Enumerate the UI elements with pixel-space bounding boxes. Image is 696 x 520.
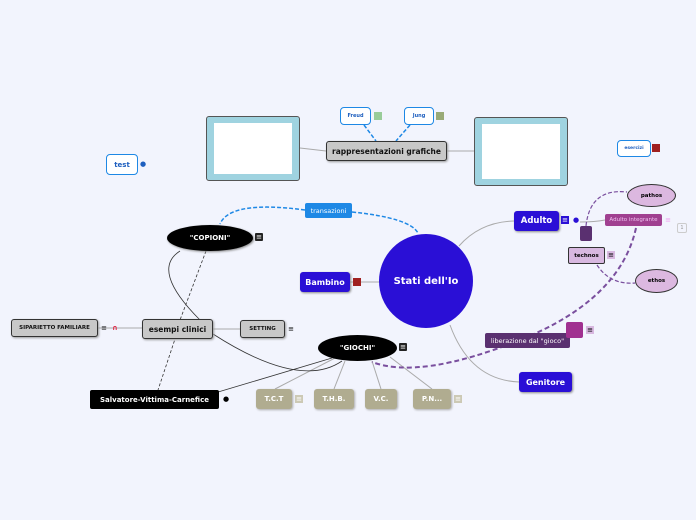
image-icon xyxy=(436,112,444,120)
notes-icon[interactable]: ≡ xyxy=(399,343,407,351)
node-pathos[interactable]: pathos xyxy=(627,184,676,207)
image-icon xyxy=(374,112,382,120)
notes-icon[interactable]: ≡ xyxy=(295,395,303,403)
node-jung[interactable]: Jung xyxy=(404,107,434,125)
count-badge: 1 xyxy=(677,223,687,233)
magnet-icon: ∩ xyxy=(112,324,118,332)
notes-icon[interactable]: ≡ xyxy=(586,326,594,334)
node-liberazione[interactable]: liberazione dal "gioco" xyxy=(485,333,570,348)
node-ethos[interactable]: ethos xyxy=(635,269,678,293)
node-adulto-integrante[interactable]: Adulto integrante xyxy=(605,214,662,226)
node-rappresentazioni-grafiche[interactable]: rappresentazioni grafiche xyxy=(326,141,447,161)
node-vc[interactable]: V.C. xyxy=(365,389,397,409)
node-siparietto-familiare[interactable]: SIPARIETTO FAMILIARE xyxy=(11,319,98,337)
notes-icon[interactable]: ≡ xyxy=(255,233,263,241)
central-node[interactable]: Stati dell'Io xyxy=(379,234,473,328)
node-esempi-clinici[interactable]: esempi clinici xyxy=(142,319,213,339)
node-test[interactable]: test xyxy=(106,154,138,175)
node-giochi[interactable]: "GIOCHI" xyxy=(318,335,397,361)
globe-icon[interactable]: ● xyxy=(222,395,230,403)
image-thumbnail-left[interactable] xyxy=(206,116,300,181)
node-technos[interactable]: technos xyxy=(568,247,605,264)
node-transazioni[interactable]: transazioni xyxy=(305,203,352,218)
notes-icon[interactable]: ≡ xyxy=(561,216,569,224)
notes-icon[interactable]: ≡ xyxy=(607,251,615,259)
image-thumbnail-right[interactable] xyxy=(474,117,568,186)
notes-icon[interactable]: ≡ xyxy=(288,325,294,333)
notes-icon[interactable]: ≡ xyxy=(665,216,671,224)
node-setting[interactable]: SETTING xyxy=(240,320,285,338)
node-pn[interactable]: P.N... xyxy=(413,389,451,409)
globe-icon[interactable]: ● xyxy=(572,216,580,224)
flag-icon xyxy=(353,278,361,286)
notes-icon[interactable]: ≡ xyxy=(101,324,107,332)
node-tct[interactable]: T.C.T xyxy=(256,389,292,409)
node-salvatore-vittima-carnefice[interactable]: Salvatore-Vittima-Carnefice xyxy=(90,390,219,409)
node-adulto[interactable]: Adulto xyxy=(514,211,559,231)
node-freud[interactable]: Freud xyxy=(340,107,371,125)
node-empty[interactable] xyxy=(580,226,592,241)
node-esercizi[interactable]: esercizi xyxy=(617,140,651,157)
globe-icon[interactable]: ● xyxy=(139,160,147,168)
node-genitore[interactable]: Genitore xyxy=(519,372,572,392)
node-thb[interactable]: T.H.B. xyxy=(314,389,354,409)
notes-icon[interactable]: ≡ xyxy=(454,395,462,403)
flag-icon xyxy=(652,144,660,152)
node-empty[interactable] xyxy=(566,322,583,338)
node-copioni[interactable]: "COPIONI" xyxy=(167,225,253,251)
node-bambino[interactable]: Bambino xyxy=(300,272,350,292)
